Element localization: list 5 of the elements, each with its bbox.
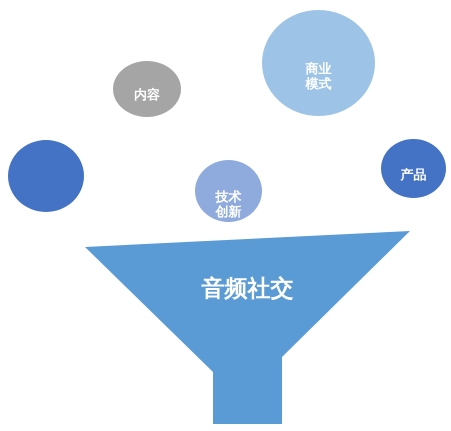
funnel-label: 音频社交 xyxy=(200,276,294,302)
bubble-label: 商业模式 xyxy=(304,63,332,93)
bubble-label: 内容 xyxy=(133,89,161,104)
bubble-label: 技术创新 xyxy=(214,191,242,221)
bubble-label: 产品 xyxy=(400,168,428,184)
